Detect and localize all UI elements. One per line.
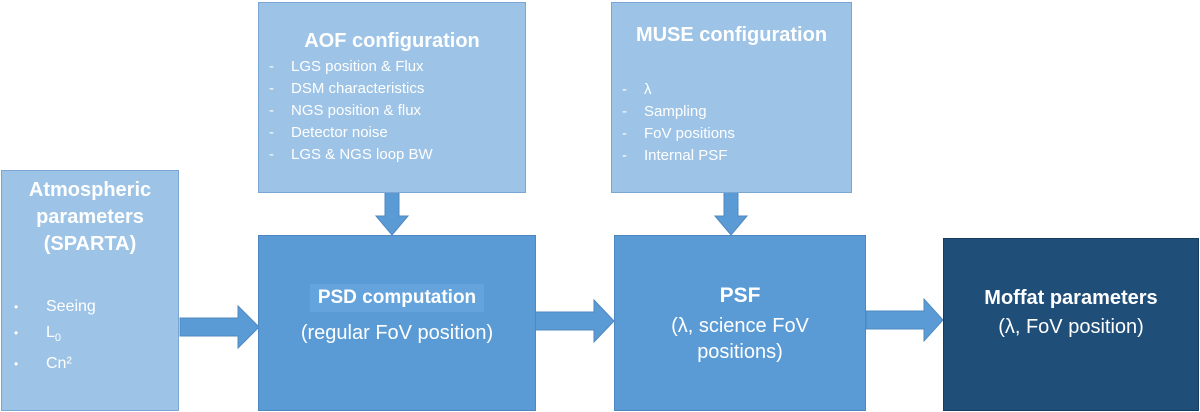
psd-computation-title-wrap: PSD computation [259, 284, 535, 312]
psd-computation-title: PSD computation [309, 284, 485, 312]
psf-subtitle-line2: positions) [697, 341, 783, 363]
aof-configuration-list: LGS position & Flux DSM characteristics … [259, 56, 525, 166]
moffat-parameters-title: Moffat parameters [984, 287, 1158, 309]
atmospheric-title-line3: (SPARTA) [43, 233, 137, 255]
moffat-parameters-subtitle: (λ, FoV position) [998, 316, 1144, 338]
psd-computation-box: PSD computation (regular FoV position) [258, 235, 536, 411]
aof-item-dsm: DSM characteristics [259, 78, 525, 100]
muse-item-internal-psf: Internal PSF [612, 145, 851, 167]
atmos-item-seeing: Seeing [2, 294, 178, 320]
atmospheric-title-line1: Atmospheric [28, 179, 152, 201]
atmos-l0-base: L [46, 324, 55, 341]
muse-item-sampling: Sampling [612, 101, 851, 123]
psd-computation-subtitle: (regular FoV position) [300, 322, 494, 344]
muse-item-lambda: λ [612, 79, 851, 101]
muse-item-fov-positions: FoV positions [612, 123, 851, 145]
arrow-psf-to-moffat [865, 297, 944, 343]
muse-configuration-title: MUSE configuration [635, 24, 828, 46]
arrow-aof-to-psd [374, 191, 410, 236]
aof-item-detector-noise: Detector noise [259, 122, 525, 144]
muse-configuration-list: λ Sampling FoV positions Internal PSF [612, 79, 851, 167]
aof-item-ngs: NGS position & flux [259, 100, 525, 122]
psf-box: PSF (λ, science FoV positions) [614, 235, 866, 411]
arrow-psd-to-psf [534, 298, 615, 344]
arrow-atmos-to-psd [179, 304, 260, 350]
arrow-muse-to-psf [713, 191, 749, 236]
aof-configuration-title: AOF configuration [304, 30, 480, 52]
psf-subtitle-line1: (λ, science FoV [671, 315, 809, 337]
psf-title: PSF [719, 284, 761, 307]
aof-item-loop-bw: LGS & NGS loop BW [259, 144, 525, 166]
muse-configuration-box: MUSE configuration λ Sampling FoV positi… [611, 2, 852, 193]
atmospheric-title-line2: parameters [36, 206, 144, 228]
atmospheric-parameters-list: Seeing L0 Cn² [2, 294, 178, 377]
atmos-item-cn2: Cn² [2, 351, 178, 377]
atmospheric-parameters-box: Atmospheric parameters (SPARTA) Seeing L… [1, 170, 179, 411]
atmos-item-l0: L0 [2, 320, 178, 351]
atmos-l0-subscript: 0 [54, 332, 62, 345]
aof-item-lgs: LGS position & Flux [259, 56, 525, 78]
moffat-parameters-box: Moffat parameters (λ, FoV position) [943, 238, 1199, 411]
atmospheric-parameters-title: Atmospheric parameters (SPARTA) [2, 177, 178, 258]
aof-configuration-box: AOF configuration LGS position & Flux DS… [258, 2, 526, 193]
